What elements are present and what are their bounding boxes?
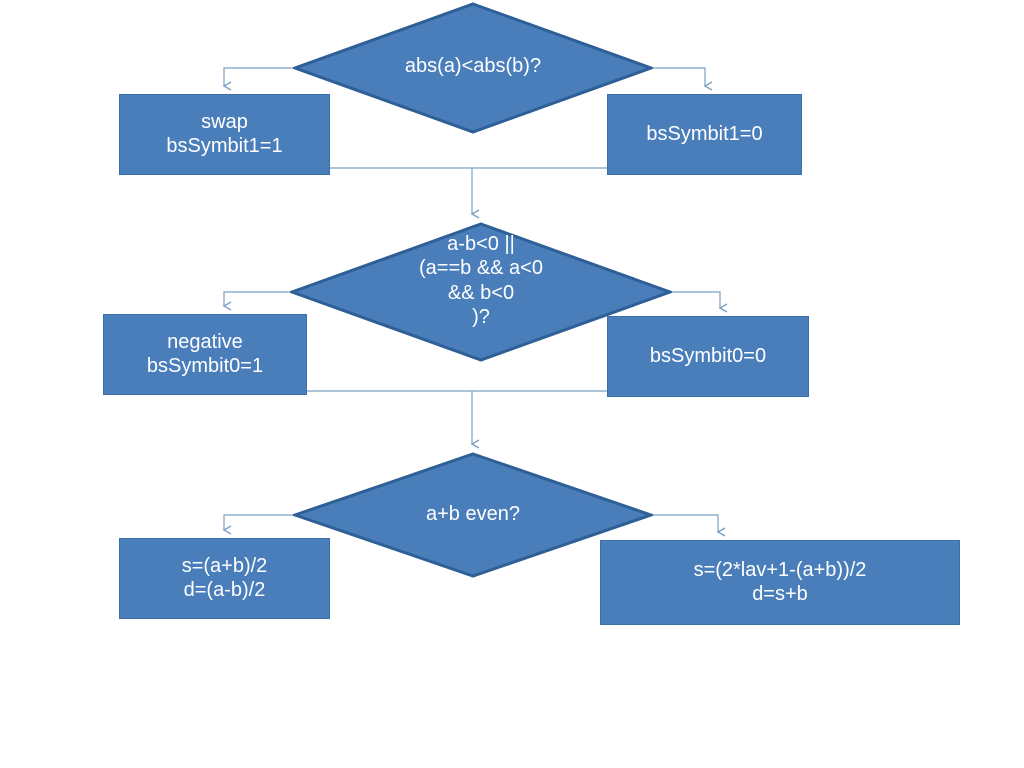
edge-d3-to-p5 — [222, 514, 293, 535]
decision-abs-compare-label: abs(a)<abs(b)? — [404, 55, 542, 77]
process-even-assign-label: s=(a+b)/2 d=(a-b)/2 — [181, 554, 268, 601]
diamond-shape-icon — [293, 2, 653, 134]
process-odd-assign-label: s=(2*lav+1-(a+b))/2 d=s+b — [693, 558, 867, 605]
process-negative[interactable]: negative bsSymbit0=1 — [103, 314, 307, 395]
process-swap-label: swap bsSymbit1=1 — [166, 110, 283, 157]
process-swap[interactable]: swap bsSymbit1=1 — [119, 94, 330, 175]
diamond-shape-icon — [293, 452, 653, 578]
decision-sum-even-label: a+b even? — [426, 503, 520, 525]
edge-d3-to-p6 — [653, 514, 726, 537]
diamond-shape-icon — [290, 222, 672, 362]
decision-abs-compare[interactable]: abs(a)<abs(b)? — [293, 2, 653, 134]
edge-d2-to-p3 — [222, 291, 290, 311]
process-odd-assign[interactable]: s=(2*lav+1-(a+b))/2 d=s+b — [600, 540, 960, 625]
process-even-assign[interactable]: s=(a+b)/2 d=(a-b)/2 — [119, 538, 330, 619]
edge-d2-to-p4 — [672, 291, 728, 313]
process-bssymbit1-zero-label: bsSymbit1=0 — [646, 122, 763, 145]
process-negative-label: negative bsSymbit0=1 — [146, 330, 264, 377]
edge-d1-to-p2 — [653, 67, 713, 91]
decision-negative-check-label: a-b<0 || (a==b && a<0 && b<0 )? — [419, 233, 543, 329]
process-bssymbit0-zero-label: bsSymbit0=0 — [649, 344, 767, 367]
decision-negative-check[interactable]: a-b<0 || (a==b && a<0 && b<0 )? — [290, 222, 672, 362]
decision-sum-even[interactable]: a+b even? — [293, 452, 653, 578]
process-bssymbit1-zero[interactable]: bsSymbit1=0 — [607, 94, 802, 175]
process-bssymbit0-zero[interactable]: bsSymbit0=0 — [607, 316, 809, 397]
edge-merge-to-d3 — [307, 390, 720, 449]
edge-d1-to-p1 — [222, 67, 293, 91]
